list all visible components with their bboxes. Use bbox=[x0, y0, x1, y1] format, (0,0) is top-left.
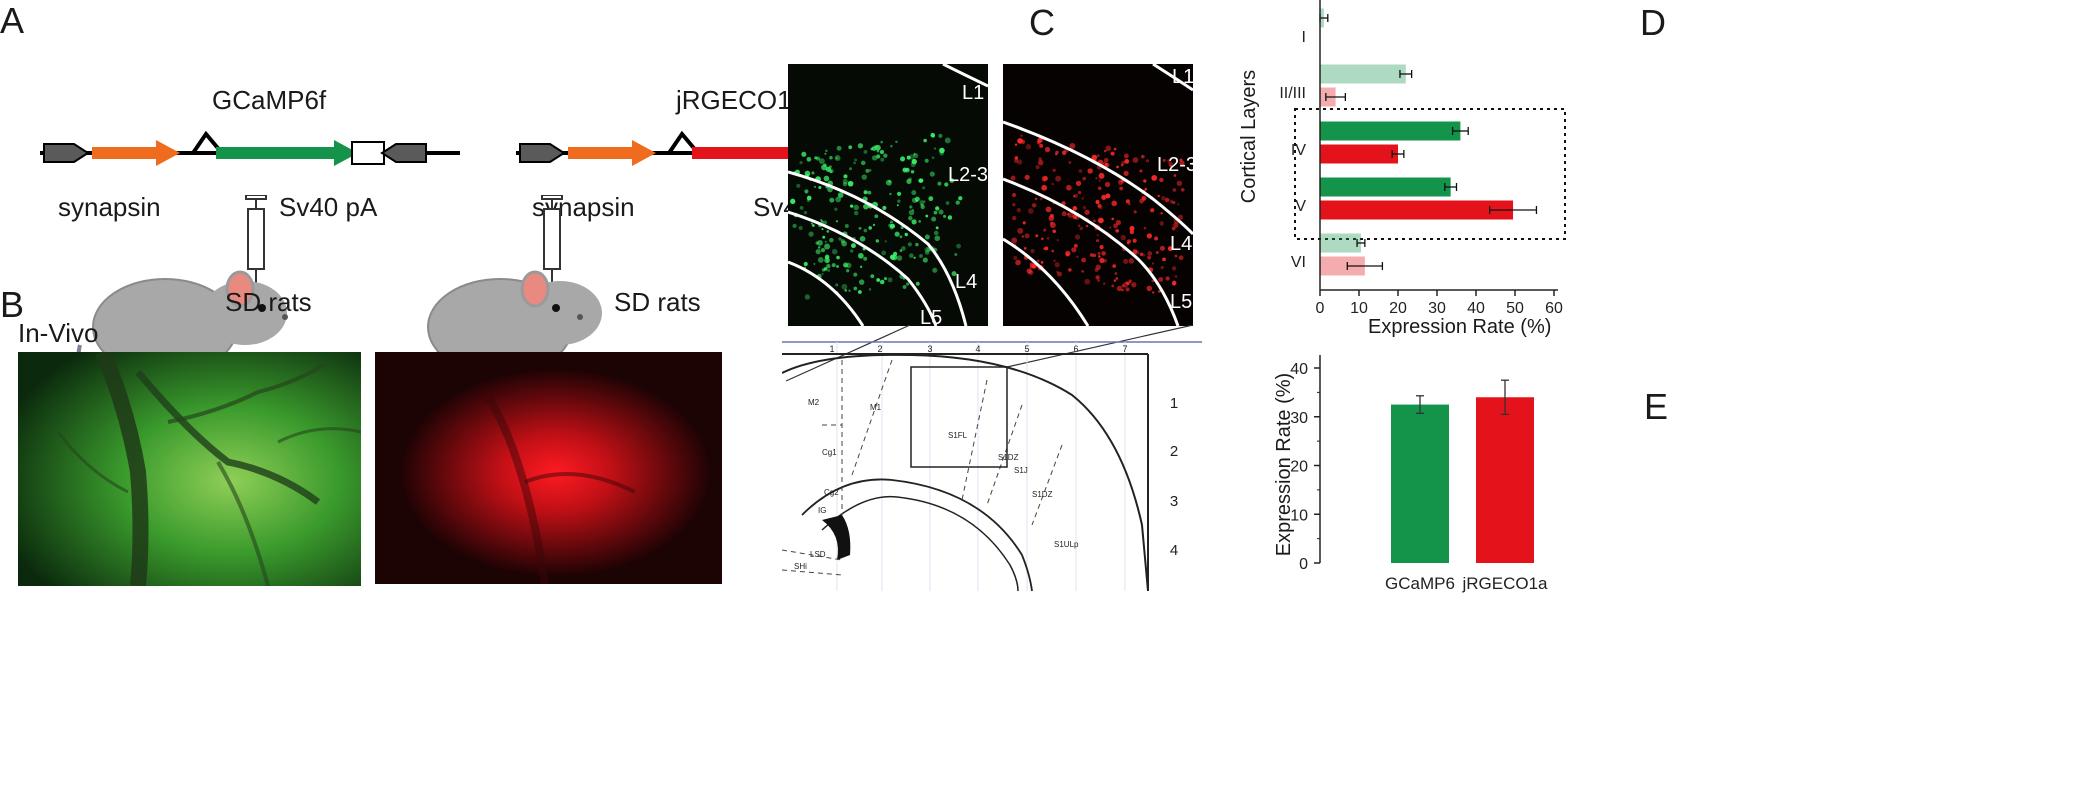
chart-d: I II/III IV V VI 0 10 20 30 40 50 60 bbox=[1279, 0, 1566, 317]
x-tick-label: 0 bbox=[1316, 300, 1325, 317]
rat-injection-icon bbox=[427, 195, 641, 398]
atlas-column-label: 1 bbox=[829, 344, 834, 354]
atlas-region-label: S1ULp bbox=[1054, 540, 1079, 549]
red-layer-l5: L5 bbox=[1170, 291, 1193, 313]
atlas-region-label: M2 bbox=[808, 398, 820, 407]
synapsin-promoter bbox=[92, 140, 180, 166]
x-tick-label: GCaMP6 bbox=[1385, 574, 1455, 593]
atlas-region-label: M1 bbox=[870, 403, 882, 412]
bar bbox=[1476, 397, 1534, 563]
atlas-column-label: 2 bbox=[877, 344, 882, 354]
bar bbox=[1320, 177, 1451, 197]
atlas-column-label: 6 bbox=[1073, 344, 1078, 354]
bar bbox=[1391, 404, 1449, 563]
atlas-region-label: S1J bbox=[1014, 466, 1028, 475]
red-layer-l2-3: L2-3 bbox=[1157, 154, 1198, 176]
red-layer-l4: L4 bbox=[1170, 233, 1193, 255]
green-layer-l1: L1 bbox=[962, 82, 985, 104]
x-tick-label: 20 bbox=[1389, 300, 1407, 317]
chart-d-ylabel: Cortical Layers bbox=[1238, 69, 1261, 204]
y-tick-label: V bbox=[1295, 198, 1306, 215]
intron-icon bbox=[656, 130, 700, 155]
polya-label-1: Sv40 pA bbox=[279, 192, 378, 222]
y-tick-label: II/III bbox=[1279, 85, 1306, 102]
bar bbox=[1320, 200, 1514, 220]
highlight-box bbox=[1294, 108, 1566, 240]
sv40-pa-box bbox=[351, 141, 385, 165]
y-tick-label: 40 bbox=[1290, 361, 1308, 378]
y-tick-label: I bbox=[1302, 29, 1306, 46]
x-tick-label: 50 bbox=[1506, 300, 1524, 317]
atlas-region-label: S1FL bbox=[948, 431, 968, 440]
in-vivo-red-image bbox=[375, 352, 722, 584]
synapsin-promoter bbox=[568, 140, 656, 166]
atlas-column-label: 4 bbox=[975, 344, 980, 354]
rat-injection-icon bbox=[76, 195, 288, 398]
x-tick-label: jRGECO1a bbox=[1461, 574, 1548, 593]
x-tick-label: 60 bbox=[1545, 300, 1563, 317]
y-tick-label: 0 bbox=[1299, 556, 1308, 573]
itr-left-icon bbox=[519, 143, 566, 163]
bar bbox=[1320, 256, 1365, 276]
red-cell-cluster bbox=[1010, 134, 1185, 294]
animal-label-1: SD rats bbox=[225, 287, 312, 317]
atlas-region-label: IG bbox=[818, 506, 826, 515]
atlas-row-label: 4 bbox=[1170, 542, 1178, 559]
bar bbox=[1320, 64, 1406, 84]
atlas-row-label: 3 bbox=[1170, 493, 1178, 510]
bar bbox=[1320, 144, 1398, 164]
in-vivo-green-image bbox=[18, 352, 361, 586]
bar bbox=[1320, 121, 1461, 141]
confocal-green-image bbox=[788, 64, 988, 326]
atlas-column-label: 5 bbox=[1024, 344, 1029, 354]
y-tick-label: 10 bbox=[1290, 507, 1308, 524]
atlas-region-label: S1DZ bbox=[1032, 490, 1053, 499]
atlas-region-label: Cg2 bbox=[824, 488, 839, 497]
construct-1 bbox=[40, 130, 460, 166]
panel-label-e: E bbox=[1644, 386, 1669, 427]
construct2-name: jRGECO1a bbox=[676, 85, 807, 115]
panel-label-a: A bbox=[0, 0, 25, 41]
itr-left-icon bbox=[43, 143, 90, 163]
atlas-region-label: Cg1 bbox=[822, 448, 837, 457]
bar bbox=[1320, 233, 1361, 253]
y-tick-label: VI bbox=[1291, 254, 1306, 271]
itr-right-icon bbox=[380, 143, 427, 163]
y-tick-label: 30 bbox=[1290, 410, 1308, 427]
promoter-label-1: synapsin bbox=[58, 192, 161, 222]
x-tick-label: 30 bbox=[1428, 300, 1446, 317]
atlas-column-label: 7 bbox=[1122, 344, 1127, 354]
panel-label-c: C bbox=[1029, 2, 1055, 43]
gcamp6f-gene bbox=[216, 140, 358, 166]
green-layer-l5: L5 bbox=[920, 307, 943, 329]
atlas-column-label: 3 bbox=[927, 344, 932, 354]
y-tick-label: IV bbox=[1291, 142, 1306, 159]
chart-d-xlabel: Expression Rate (%) bbox=[1368, 316, 1552, 338]
construct1-name: GCaMP6f bbox=[212, 85, 327, 115]
atlas-region-label: LSD bbox=[810, 550, 826, 559]
green-layer-l4: L4 bbox=[955, 271, 978, 293]
jrgeco1a-gene bbox=[692, 140, 834, 166]
x-tick-label: 40 bbox=[1467, 300, 1485, 317]
atlas-row-label: 1 bbox=[1170, 395, 1178, 412]
atlas-region-label: SHi bbox=[794, 562, 807, 571]
green-layer-l2-3: L2-3 bbox=[948, 164, 989, 186]
atlas-region-label: S1DZ bbox=[998, 453, 1019, 462]
red-layer-l1: L1 bbox=[1172, 66, 1195, 88]
animal-label-2: SD rats bbox=[614, 287, 701, 317]
panel-label-b: B bbox=[0, 284, 25, 325]
in-vivo-title: In-Vivo bbox=[18, 318, 99, 348]
atlas-row-label: 2 bbox=[1170, 443, 1178, 460]
x-tick-label: 10 bbox=[1350, 300, 1368, 317]
intron-icon bbox=[180, 130, 224, 155]
panel-label-d: D bbox=[1640, 2, 1666, 43]
confocal-red-image bbox=[1003, 64, 1193, 326]
syringe-icon bbox=[541, 195, 563, 309]
y-tick-label: 20 bbox=[1290, 459, 1308, 476]
